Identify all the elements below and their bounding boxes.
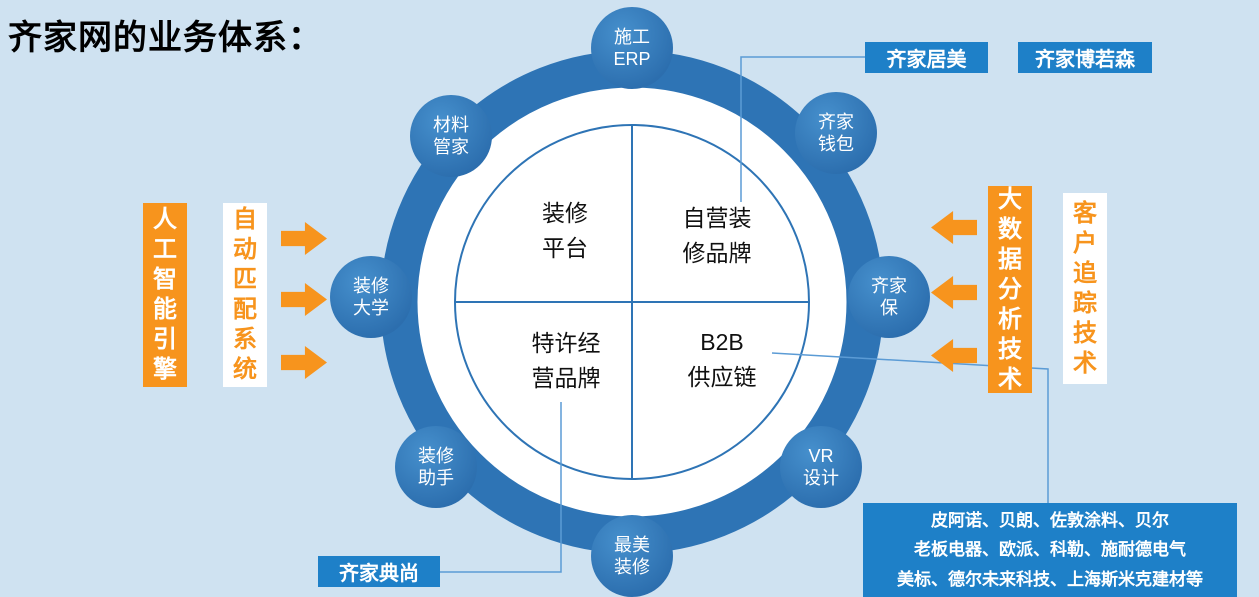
connector-dianshang-to-franchise (440, 402, 562, 573)
node-decoration-assistant: 装修 助手 (395, 426, 477, 508)
label-ai-engine: 人工智能引擎 (143, 203, 187, 387)
label-customer-tracking: 客户追踪技术 (1063, 193, 1107, 384)
node-label: 施工 ERP (613, 26, 651, 70)
node-label: 装修 大学 (353, 275, 389, 319)
connector-b2b-to-brands (771, 352, 1049, 503)
label-big-data-analytics: 大数据分析技术 (988, 186, 1032, 393)
node-construction-erp: 施工 ERP (591, 7, 673, 89)
quadrant-franchise-brand: 特许经 营品牌 (531, 330, 601, 391)
quadrant-self-operated-brand: 自营装 修品牌 (682, 205, 752, 266)
quadrant-decoration-platform: 装修 平台 (542, 200, 588, 261)
node-label: 材料 管家 (433, 114, 469, 158)
node-zuimei-zhuangxiu: 最美 装修 (591, 515, 673, 597)
node-qijia-bao: 齐家 保 (848, 256, 930, 338)
node-material-manager: 材料 管家 (410, 95, 492, 177)
connector-jumei-to-selfbrand (740, 56, 865, 202)
node-label: 最美 装修 (614, 534, 650, 578)
quadrant-b2b-supply-chain: B2B 供应链 (687, 329, 757, 390)
node-vr-design: VR 设计 (780, 426, 862, 508)
brand-supplier-list: 皮阿诺、贝朗、佐敦涂料、贝尔 老板电器、欧派、科勒、施耐德电气 美标、德尔未来科… (863, 503, 1237, 597)
brand-qijia-dianshang: 齐家典尚 (318, 556, 440, 587)
label-auto-matching-system: 自动匹配系统 (223, 203, 267, 387)
node-qijia-wallet: 齐家 钱包 (795, 92, 877, 174)
brand-qijia-jumei: 齐家居美 (865, 42, 988, 73)
node-label: 装修 助手 (418, 445, 454, 489)
node-label: VR 设计 (803, 445, 839, 489)
page-title: 齐家网的业务体系： (8, 19, 323, 57)
node-label: 齐家 钱包 (818, 111, 854, 155)
node-label: 齐家 保 (871, 275, 907, 319)
node-decoration-university: 装修 大学 (330, 256, 412, 338)
brand-qijia-boruosen: 齐家博若森 (1018, 42, 1152, 73)
